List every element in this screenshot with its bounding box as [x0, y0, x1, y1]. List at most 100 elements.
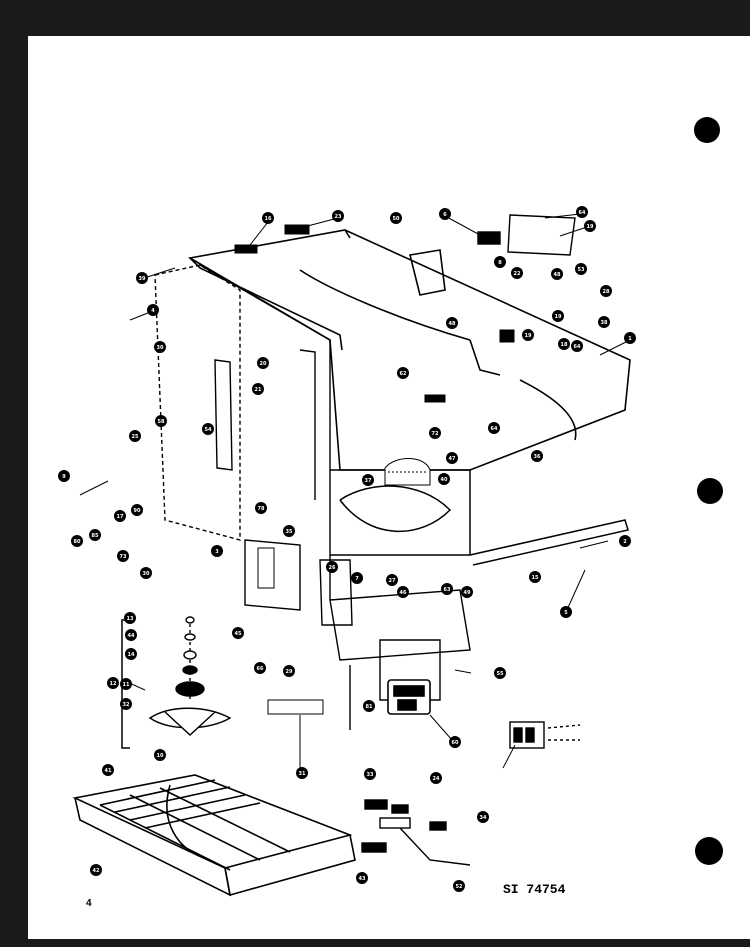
switch-cluster: [361, 799, 471, 866]
callout-bubble: [362, 474, 374, 486]
callout-number: 24: [433, 776, 440, 782]
callout-number: 90: [134, 508, 141, 514]
callout-bubble: [494, 667, 506, 679]
left-side-panel: [154, 264, 331, 600]
callout-c2: 2: [619, 535, 631, 547]
callout-c33: 33: [364, 768, 376, 780]
callout-bubble: [522, 329, 534, 341]
callout-bubble: [202, 423, 214, 435]
callout-number: 18: [561, 342, 568, 348]
callout-c29: 29: [283, 665, 295, 677]
callout-number: 16: [265, 216, 272, 222]
callout-c17: 17: [114, 510, 126, 522]
callout-bubble: [571, 340, 583, 352]
binder-hole-middle: [697, 478, 723, 504]
callout-number: 5: [564, 610, 568, 616]
callout-bubble: [252, 383, 264, 395]
callout-bubble: [71, 535, 83, 547]
callout-bubble: [446, 452, 458, 464]
callout-number: 46: [400, 590, 407, 596]
callout-c9: 9: [58, 470, 70, 482]
callout-c34: 34: [477, 811, 489, 823]
callout-number: 19: [587, 224, 594, 230]
callout-c24: 24: [430, 772, 442, 784]
callout-number: 27: [389, 578, 396, 584]
callout-number: 66: [257, 666, 264, 672]
callout-number: 52: [456, 884, 463, 890]
callout-bubble: [326, 561, 338, 573]
callout-c27: 27: [386, 574, 398, 586]
callout-c72: 72: [429, 427, 441, 439]
callout-number: 31: [299, 771, 306, 777]
callout-bubble: [90, 864, 102, 876]
callout-number: 19: [525, 333, 532, 339]
callout-c15: 15: [529, 571, 541, 583]
callout-number: 23: [335, 214, 342, 220]
callout-c64c: 64: [488, 422, 500, 434]
callout-number: 2: [623, 539, 627, 545]
callout-bubble: [449, 736, 461, 748]
callout-bubble: [283, 525, 295, 537]
callout-bubble: [488, 422, 500, 434]
callout-number: 36: [534, 454, 541, 460]
callout-bubble: [511, 267, 523, 279]
callout-c43: 43: [356, 872, 368, 884]
callout-bubble: [477, 811, 489, 823]
callout-bubble: [576, 206, 588, 218]
callout-bubble: [124, 612, 136, 624]
callout-number: 21: [255, 387, 262, 393]
binder-hole-top: [694, 117, 720, 143]
callout-c40: 40: [438, 473, 450, 485]
callout-number: 33: [367, 772, 374, 778]
callout-c73: 73: [117, 550, 129, 562]
callout-number: 48: [449, 321, 456, 327]
callout-c46: 46: [397, 586, 409, 598]
callout-bubble: [552, 310, 564, 322]
callout-bubble: [296, 767, 308, 779]
callout-bubble: [494, 256, 506, 268]
callout-c62: 62: [397, 367, 409, 379]
callout-bubble: [107, 677, 119, 689]
callout-c80: 80: [71, 535, 83, 547]
callout-c81: 81: [363, 700, 375, 712]
callout-c14: 14: [125, 648, 137, 660]
callout-c49: 49: [461, 586, 473, 598]
callout-bubble: [120, 678, 132, 690]
callout-number: 20: [260, 361, 267, 367]
callout-bubble: [386, 574, 398, 586]
callout-c63: 63: [441, 583, 453, 595]
callout-c19b: 19: [552, 310, 564, 322]
callout-number: 11: [123, 682, 130, 688]
callout-bubble: [257, 357, 269, 369]
callout-c3: 3: [211, 545, 223, 557]
callout-c12: 12: [107, 677, 119, 689]
callout-c48a: 48: [551, 268, 563, 280]
callout-c52: 52: [453, 880, 465, 892]
callout-bubble: [551, 268, 563, 280]
callout-number: 58: [158, 419, 165, 425]
callout-c19a: 19: [584, 220, 596, 232]
callout-bubble: [575, 263, 587, 275]
callout-c6: 6: [439, 208, 451, 220]
callout-bubble: [558, 338, 570, 350]
leader-lines: [79, 213, 631, 772]
callout-number: 1: [628, 336, 632, 342]
callout-number: 37: [365, 478, 372, 484]
callout-c35: 35: [283, 525, 295, 537]
callout-c28: 28: [600, 285, 612, 297]
callout-c19c: 19: [522, 329, 534, 341]
callout-c25: 25: [129, 430, 141, 442]
callout-bubble: [89, 529, 101, 541]
callout-bubble: [154, 749, 166, 761]
binder-hole-bottom: [695, 837, 723, 865]
callout-c36: 36: [531, 450, 543, 462]
callout-number: 80: [74, 539, 81, 545]
callout-number: 25: [132, 434, 139, 440]
callout-c39: 39: [136, 272, 148, 284]
callout-number: 8: [498, 260, 502, 266]
callout-number: 48: [554, 272, 561, 278]
callout-bubble: [211, 545, 223, 557]
callout-number: 78: [258, 506, 265, 512]
